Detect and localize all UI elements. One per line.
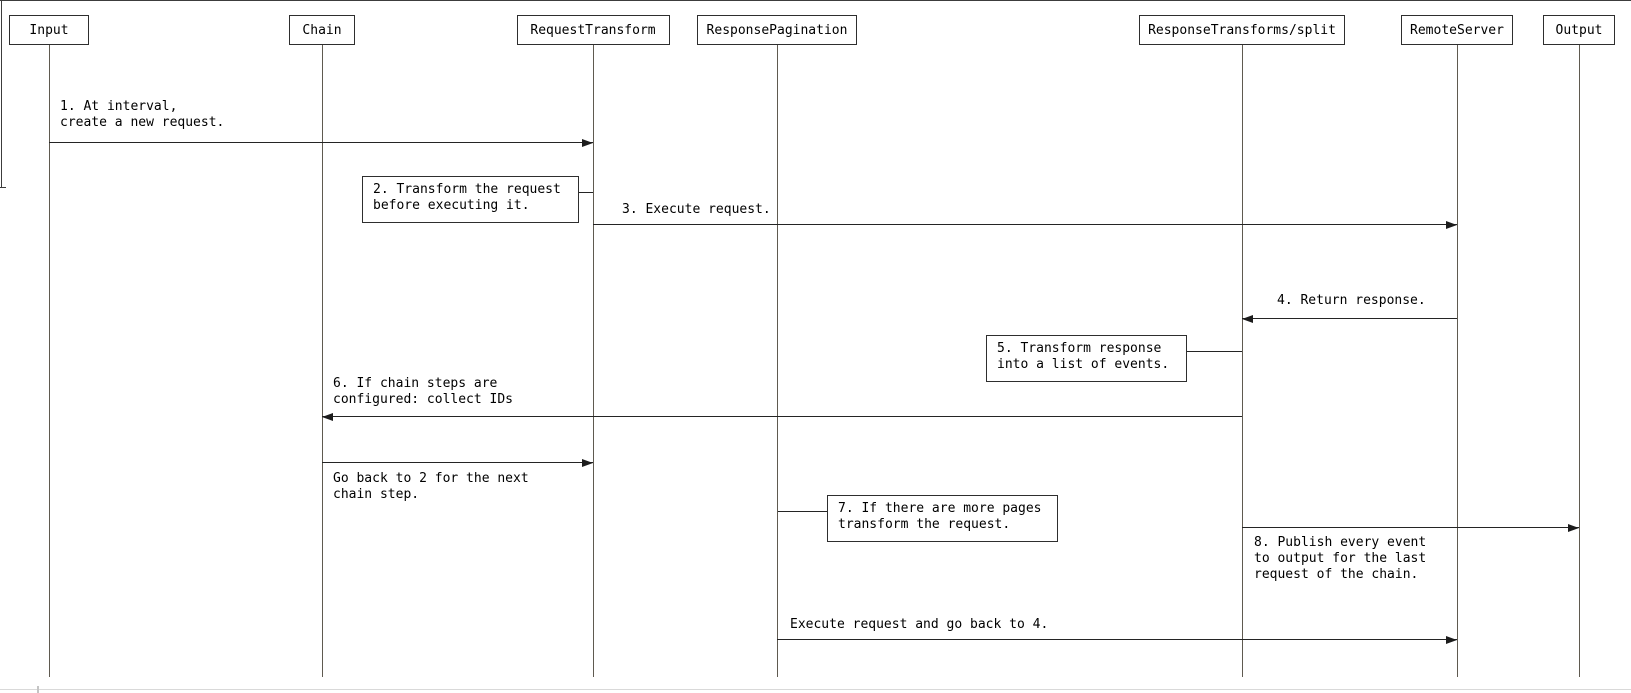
note-7-text-line: 7. If there are more pages [838,501,1042,516]
note-2-text-line: before executing it. [373,198,530,213]
message-5-arrowhead [582,458,593,467]
lifeline-input [49,45,50,677]
message-4-arrow-line [322,416,1242,417]
window-left-border-foot [0,187,6,188]
note-7-text-line: transform the request. [838,517,1011,532]
message-1-arrowhead [582,138,593,147]
lifeline-chain [322,45,323,677]
message-1-label-line: create a new request. [60,115,225,130]
message-1-label-line: 1. At interval, [60,99,178,114]
message-6-arrow-line [1242,527,1579,528]
message-4-label-line: configured: collect IDs [333,392,514,407]
message-5-label-line: Go back to 2 for the next [333,471,529,486]
message-6-label-line: 8. Publish every event [1254,535,1427,550]
message-4-label-line: 6. If chain steps are [333,376,498,391]
message-1-arrow-line [49,142,593,143]
message-3-arrow-line [1242,318,1457,319]
participant-box-requesttransform: RequestTransform [516,15,670,45]
participant-box-remoteserver: RemoteServer [1401,15,1513,45]
clipped-bottom-edge [0,689,1631,690]
note-5-text-line: 5. Transform response [997,341,1162,356]
note-2-connector [579,192,593,193]
message-4-arrowhead [322,412,333,421]
message-7-arrow-line [777,639,1457,640]
participant-box-responsetransforms-split: ResponseTransforms/split [1139,15,1345,45]
message-2-label-line: 3. Execute request. [622,202,771,217]
participant-box-responsepagination: ResponsePagination [697,15,857,45]
message-5-label-line: chain step. [333,487,420,502]
message-6-label-line: request of the chain. [1254,567,1419,582]
lifeline-remoteserver [1457,45,1458,677]
message-6-arrowhead [1568,523,1579,532]
message-6-label-line: to output for the last [1254,551,1427,566]
message-3-arrowhead [1242,314,1253,323]
note-2-text-line: 2. Transform the request [373,182,561,197]
message-7-arrowhead [1446,635,1457,644]
message-2-arrowhead [1446,220,1457,229]
message-3-label-line: 4. Return response. [1277,293,1426,308]
message-2-arrow-line [593,224,1457,225]
participant-box-output: Output [1543,15,1615,45]
lifeline-responsetransforms-split [1242,45,1243,677]
clipped-bottom-tick [37,686,39,693]
lifeline-requesttransform [593,45,594,677]
note-7-connector [778,511,827,512]
window-top-border [0,0,1631,1]
participant-box-chain: Chain [289,15,355,45]
lifeline-output [1579,45,1580,677]
message-5-arrow-line [322,462,593,463]
note-5-connector [1187,351,1242,352]
message-7-label-line: Execute request and go back to 4. [790,617,1049,632]
participant-box-input: Input [9,15,89,45]
note-5-text-line: into a list of events. [997,357,1170,372]
window-left-border [1,0,2,188]
lifeline-responsepagination [777,45,778,677]
